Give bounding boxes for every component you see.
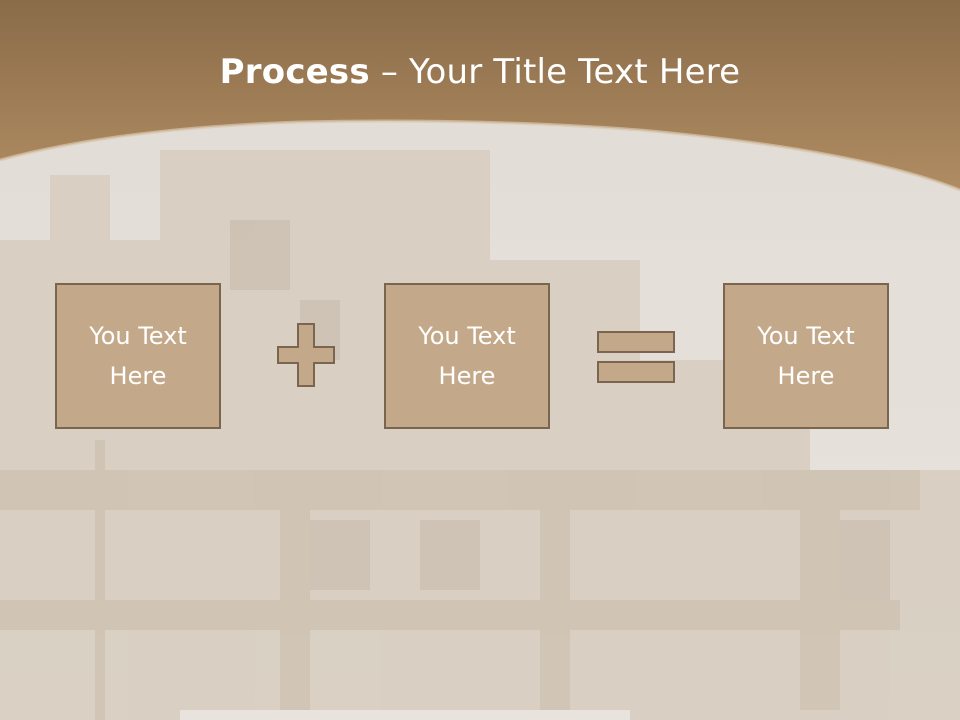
title-dash: – xyxy=(369,52,410,92)
process-box-3[interactable]: You Text Here xyxy=(723,283,889,429)
title-bold: Process xyxy=(219,52,370,92)
plus-icon xyxy=(277,323,335,387)
box-2-line-1: You Text xyxy=(418,322,516,350)
box-1-line-1: You Text xyxy=(89,322,187,350)
box-1-line-2: Here xyxy=(109,362,167,390)
box-2-line-2: Here xyxy=(438,362,496,390)
page-title: Process – Your Title Text Here xyxy=(0,52,960,92)
process-box-2[interactable]: You Text Here xyxy=(384,283,550,429)
process-box-1[interactable]: You Text Here xyxy=(55,283,221,429)
box-3-line-1: You Text xyxy=(757,322,855,350)
title-rest: Your Title Text Here xyxy=(409,52,741,92)
box-3-line-2: Here xyxy=(777,362,835,390)
equals-icon xyxy=(597,331,675,383)
